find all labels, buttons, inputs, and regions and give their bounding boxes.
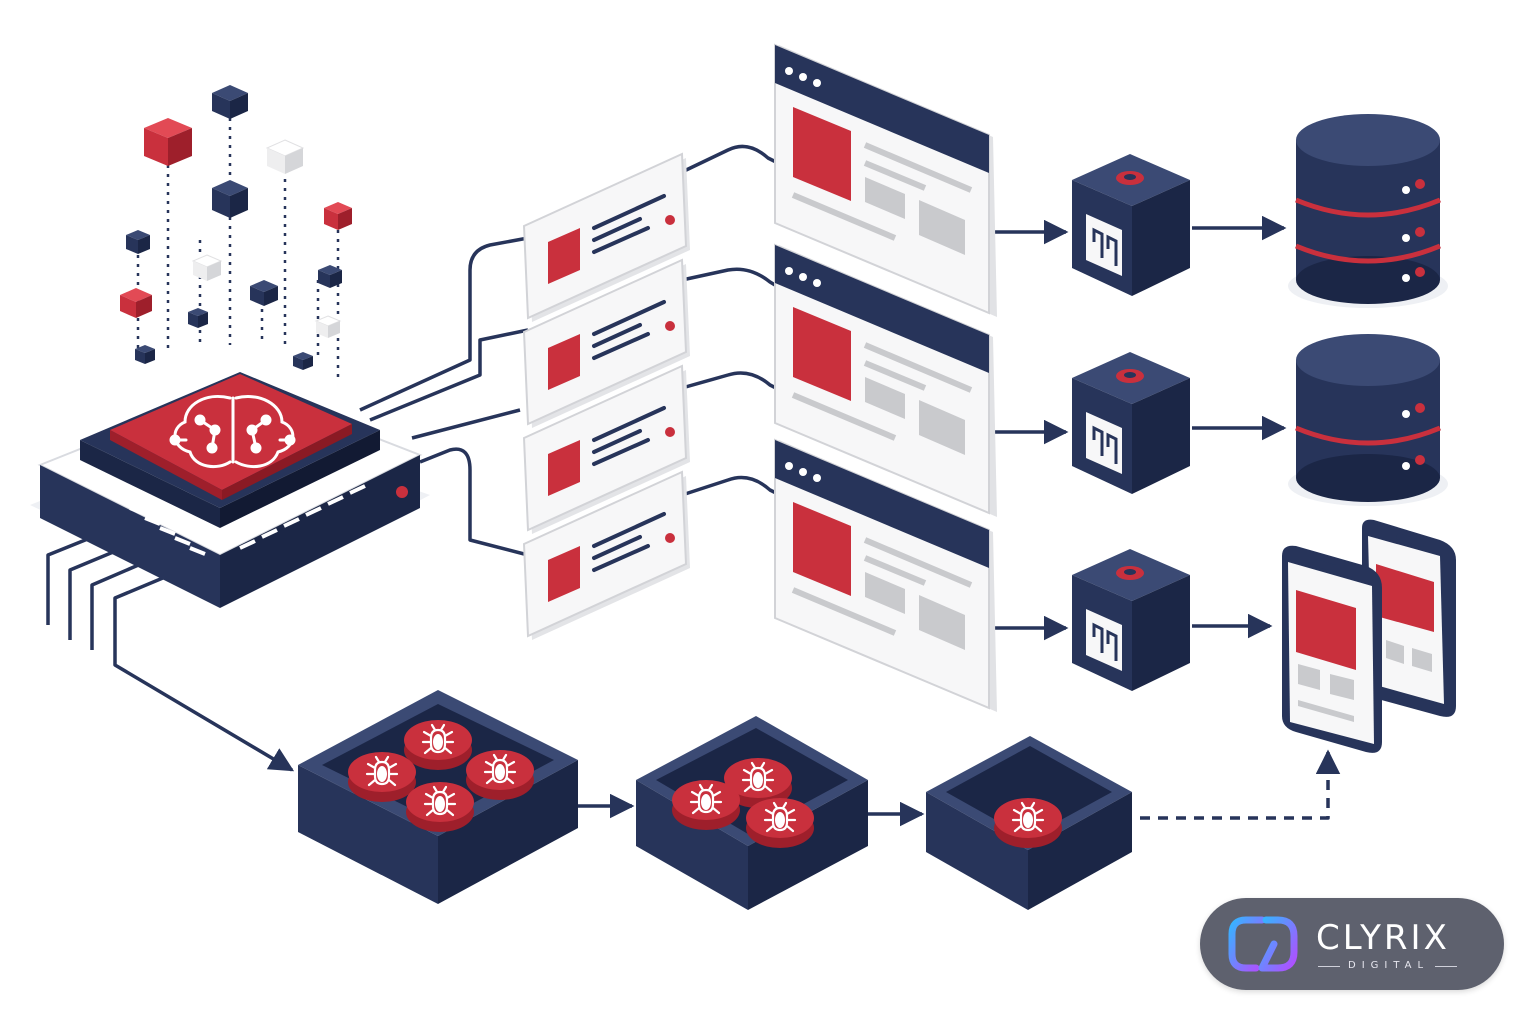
smartphone-icon	[1282, 545, 1382, 753]
task-card-2	[522, 258, 690, 428]
neural-brain-icon	[169, 395, 296, 469]
bug-trays	[298, 690, 1132, 910]
cube	[212, 85, 248, 119]
brand-tagline: DIGITAL	[1317, 960, 1458, 971]
plug-boxes	[1072, 154, 1190, 691]
browser-2	[774, 243, 997, 517]
cube	[120, 288, 152, 318]
bug-icon	[348, 752, 416, 802]
edge-card-4-to-browser-3	[681, 475, 781, 497]
data-cube-cluster	[120, 85, 352, 380]
bug-icon	[746, 798, 814, 848]
plug-icon	[1086, 609, 1122, 671]
browser-3	[774, 438, 997, 712]
plug-box-3	[1072, 549, 1190, 691]
bug-icon	[466, 750, 534, 800]
plug-box-1	[1072, 154, 1190, 296]
cube	[265, 139, 305, 174]
task-card-4	[522, 470, 690, 640]
brand-name: CLYRIX	[1316, 918, 1450, 958]
cube	[144, 118, 192, 166]
cube	[293, 352, 313, 370]
ai-chip	[30, 372, 430, 608]
bug-icon	[724, 758, 792, 808]
edge-card-2-to-browser-2	[681, 267, 781, 290]
bug-icon	[994, 798, 1062, 848]
status-led	[396, 486, 408, 498]
connectors	[46, 144, 1341, 827]
bug-tray-3	[926, 736, 1132, 910]
plug-icon	[1086, 214, 1122, 276]
chip-pins	[84, 476, 366, 556]
browser-1	[774, 43, 997, 317]
cube	[126, 230, 150, 254]
cube	[212, 180, 248, 218]
cube	[135, 345, 155, 364]
database-2	[1288, 334, 1448, 506]
mobile-devices	[1282, 519, 1456, 753]
plug-box-2	[1072, 352, 1190, 494]
plug-icon	[1086, 412, 1122, 474]
edge-chip-to-card-4	[419, 447, 529, 557]
cd-monogram-icon	[1228, 916, 1298, 972]
task-cards	[522, 152, 690, 640]
cube	[250, 280, 278, 306]
cube	[324, 202, 352, 230]
bug-icon	[404, 720, 472, 770]
database-1	[1288, 114, 1448, 308]
edge-card-1-to-browser-1	[681, 144, 777, 174]
cube	[191, 254, 223, 281]
edge-chip-to-card-2	[369, 328, 529, 422]
bug-icon	[672, 780, 740, 830]
cube	[318, 265, 342, 288]
task-card-1	[522, 152, 690, 322]
brand-badge: CLYRIX DIGITAL	[1200, 898, 1504, 990]
bug-icon	[406, 782, 474, 832]
task-card-3	[522, 364, 690, 534]
edge-chip-to-card-1	[359, 236, 529, 412]
edge-bug-3-to-phones	[1140, 749, 1341, 820]
edge-chip-to-bugs-c	[90, 558, 151, 650]
edge-card-3-to-browser-2	[681, 371, 781, 392]
browser-windows	[774, 43, 997, 712]
smartphone-icon	[1362, 519, 1456, 717]
edge-chip-to-card-3	[411, 408, 521, 440]
edge-chip-to-bugs-b	[68, 543, 131, 640]
cube	[188, 308, 208, 328]
cube	[314, 315, 342, 338]
bug-tokens	[348, 720, 1062, 848]
edge-chip-to-bugs-d	[113, 573, 295, 772]
